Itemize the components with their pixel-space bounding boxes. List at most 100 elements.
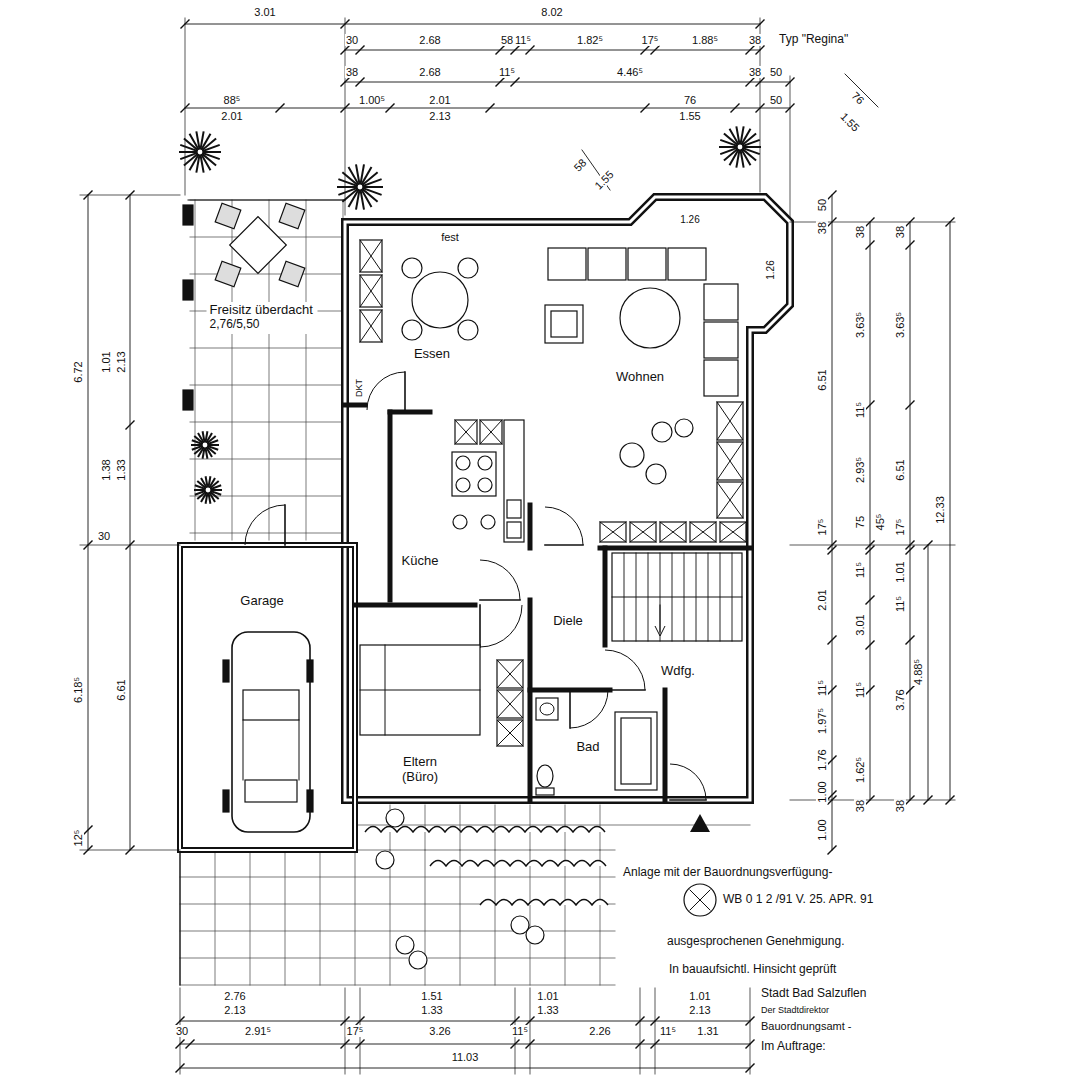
dimension-label: 11⁵ — [854, 561, 866, 579]
dining-chair — [458, 320, 478, 340]
room-name: Wdfg. — [661, 664, 695, 679]
dimension-label: 1.01 — [688, 990, 711, 1002]
stair-arrow — [660, 605, 661, 632]
shrub — [396, 936, 414, 954]
garage-wall — [180, 545, 355, 850]
plant-leaf — [361, 191, 364, 209]
sofa-seat — [668, 248, 706, 280]
plant-centre — [197, 149, 203, 155]
dimension-line — [928, 545, 929, 800]
sofa-seat — [704, 360, 738, 396]
paving-edge — [179, 850, 180, 985]
dimension-label: 2.26 — [588, 1025, 611, 1037]
dimension-label: 30 — [97, 530, 111, 542]
dimension-line — [180, 1021, 750, 1022]
dimension-label: 1.00⁵ — [358, 94, 386, 106]
door-swing — [545, 507, 583, 545]
hob-ring — [478, 456, 492, 470]
dimension-label: 2.13 — [688, 1004, 711, 1016]
terrace-edge — [188, 200, 345, 201]
cupboard-cross — [600, 522, 626, 542]
plant-leaf — [204, 145, 219, 150]
cupboard — [497, 660, 523, 688]
paving-joint — [495, 850, 496, 985]
extension-line — [530, 988, 531, 1074]
dimension-label: 38 — [894, 799, 906, 813]
plant-leaf — [364, 186, 382, 188]
extension-line — [185, 18, 186, 195]
dimension-tick — [866, 401, 874, 409]
dimension-line — [180, 1044, 750, 1045]
dimension-label: 75 — [854, 515, 866, 529]
dimension-label: 3.76 — [894, 688, 906, 711]
room-name: Freisitz überdacht — [210, 303, 313, 318]
paving-joint — [180, 985, 615, 986]
dimension-tick — [906, 241, 914, 249]
dimension-tick — [828, 756, 836, 764]
dimension-label: 3.01 — [253, 6, 276, 18]
terrace-post — [183, 390, 193, 410]
paving-joint — [565, 850, 566, 985]
car-rear-window — [245, 780, 297, 802]
car-wheel — [307, 790, 313, 812]
dimension-label: 3.26 — [428, 1025, 451, 1037]
bed — [360, 645, 480, 735]
terrace-chair — [279, 261, 305, 287]
dimension-label: 1.55 — [591, 167, 616, 192]
plant-leaf — [744, 140, 759, 145]
plant-leaf — [180, 151, 196, 153]
paving-joint — [180, 931, 615, 932]
dimension-label: 6.72 — [72, 360, 84, 383]
plant-leaf — [356, 165, 359, 183]
dimension-tick — [746, 46, 754, 54]
paving-joint — [495, 805, 496, 850]
interior-wall — [603, 548, 608, 645]
cupboard-cross — [600, 522, 626, 542]
dimension-label: 2.13 — [223, 1004, 246, 1016]
cupboard — [497, 690, 523, 718]
cupboard — [690, 522, 716, 542]
plant-leaf — [209, 444, 218, 446]
dimension-tick — [511, 78, 519, 86]
extension-line — [80, 850, 180, 851]
cupboard-cross — [455, 420, 477, 444]
dimension-tick — [866, 546, 874, 554]
cupboard — [660, 522, 686, 542]
extension-line — [80, 195, 180, 196]
dimension-line — [345, 82, 790, 83]
paving-joint — [390, 850, 391, 985]
sink — [507, 500, 521, 518]
extension-line — [655, 988, 656, 1074]
door-leaf — [670, 799, 706, 801]
door-leaf — [605, 689, 645, 691]
plant-leaf — [209, 494, 211, 503]
shower — [615, 712, 657, 790]
paving-joint — [460, 850, 461, 985]
plant-leaf — [192, 444, 201, 446]
stool — [646, 464, 666, 484]
window-note: fest — [440, 231, 460, 243]
cupboard-cross — [480, 420, 502, 444]
door-swing — [605, 650, 645, 690]
paving-joint — [190, 385, 345, 386]
door-swing — [480, 605, 522, 647]
stamp-text: ausgesprochenen Genehmigung. — [666, 935, 845, 948]
plant-leaf — [197, 132, 200, 148]
dimension-label: 38 — [748, 34, 762, 46]
dimension-label: 88⁵ — [223, 94, 242, 106]
door-leaf — [545, 544, 583, 546]
dimension-label: 50 — [769, 94, 783, 106]
shrub — [386, 809, 404, 827]
dimension-label: 2.01 — [816, 588, 828, 611]
dimension-tick — [496, 78, 504, 86]
dimension-label: 38 — [748, 66, 762, 78]
sofa-seat — [588, 248, 626, 280]
door-swing — [245, 505, 285, 545]
shrub — [409, 951, 427, 969]
dining-chair — [402, 320, 422, 340]
dimension-label: 11⁵ — [816, 679, 828, 697]
dimension-label: 2.01 — [428, 94, 451, 106]
cupboard — [360, 310, 382, 342]
